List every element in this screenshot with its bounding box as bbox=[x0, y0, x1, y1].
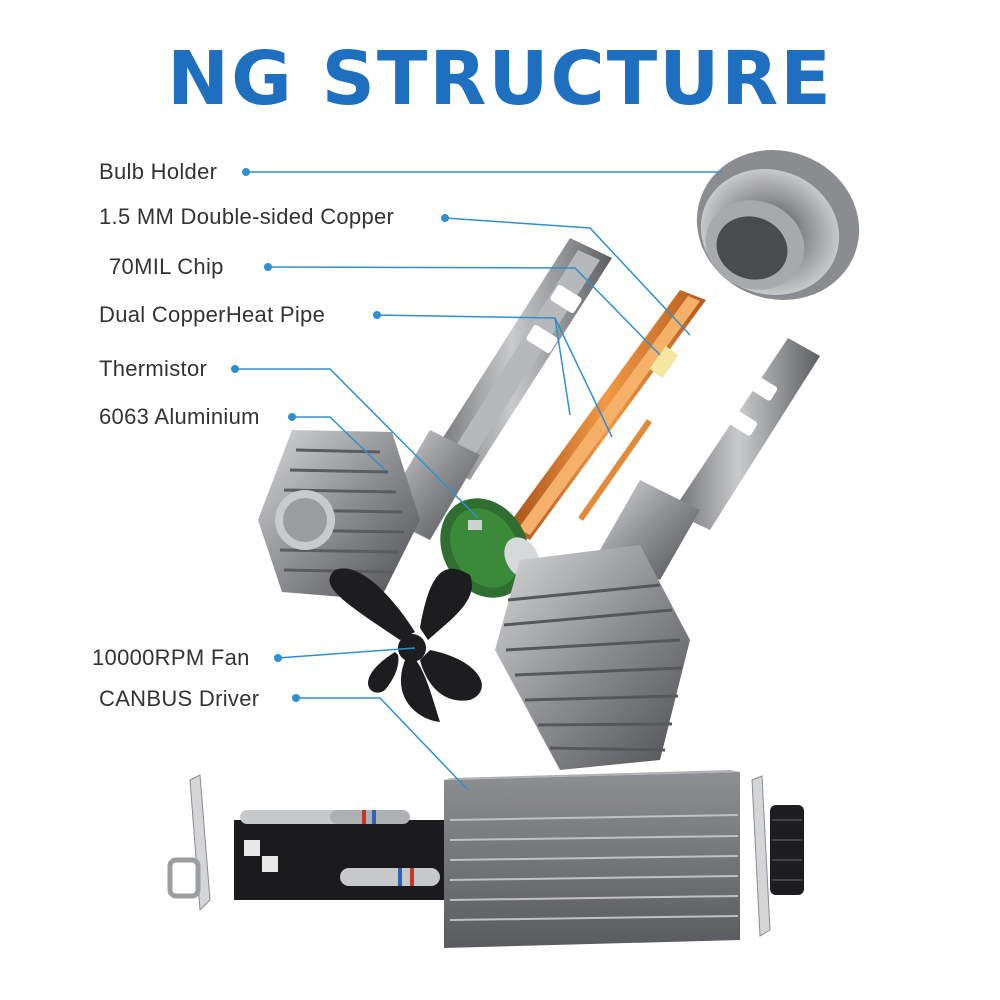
leader-fan bbox=[277, 647, 416, 659]
bulb-holder-part bbox=[696, 150, 860, 300]
canbus-driver-part bbox=[167, 770, 804, 948]
leader-dot bbox=[264, 263, 272, 271]
label-chip: 70MIL Chip bbox=[109, 254, 224, 279]
leader-dot bbox=[242, 168, 250, 176]
leader-aluminium bbox=[292, 416, 386, 471]
leader-dot bbox=[292, 694, 300, 702]
right-bulb-body bbox=[495, 338, 820, 770]
leader-dot bbox=[373, 311, 381, 319]
leader-dot bbox=[231, 365, 239, 373]
page-title: NG STRUCTURE bbox=[167, 36, 833, 122]
fan-part bbox=[329, 568, 482, 722]
copper-board-part bbox=[506, 290, 706, 540]
label-driver: CANBUS Driver bbox=[99, 686, 260, 711]
left-bulb-body bbox=[258, 238, 612, 600]
label-fan: 10000RPM Fan bbox=[92, 645, 250, 670]
leader-chip bbox=[267, 266, 661, 356]
label-thermistor: Thermistor bbox=[99, 356, 208, 381]
leader-dot bbox=[288, 413, 296, 421]
leader-copper-board bbox=[444, 217, 691, 336]
leader-driver bbox=[296, 697, 469, 791]
leader-dot bbox=[441, 214, 449, 222]
leader-heat-pipe bbox=[376, 314, 613, 438]
label-copper-board: 1.5 MM Double-sided Copper bbox=[99, 204, 395, 229]
leader-thermistor bbox=[235, 368, 479, 519]
leader-dot bbox=[274, 654, 282, 662]
label-aluminium: 6063 Aluminium bbox=[99, 404, 260, 429]
label-heat-pipe: Dual CopperHeat Pipe bbox=[99, 302, 326, 327]
label-bulb-holder: Bulb Holder bbox=[99, 159, 218, 184]
